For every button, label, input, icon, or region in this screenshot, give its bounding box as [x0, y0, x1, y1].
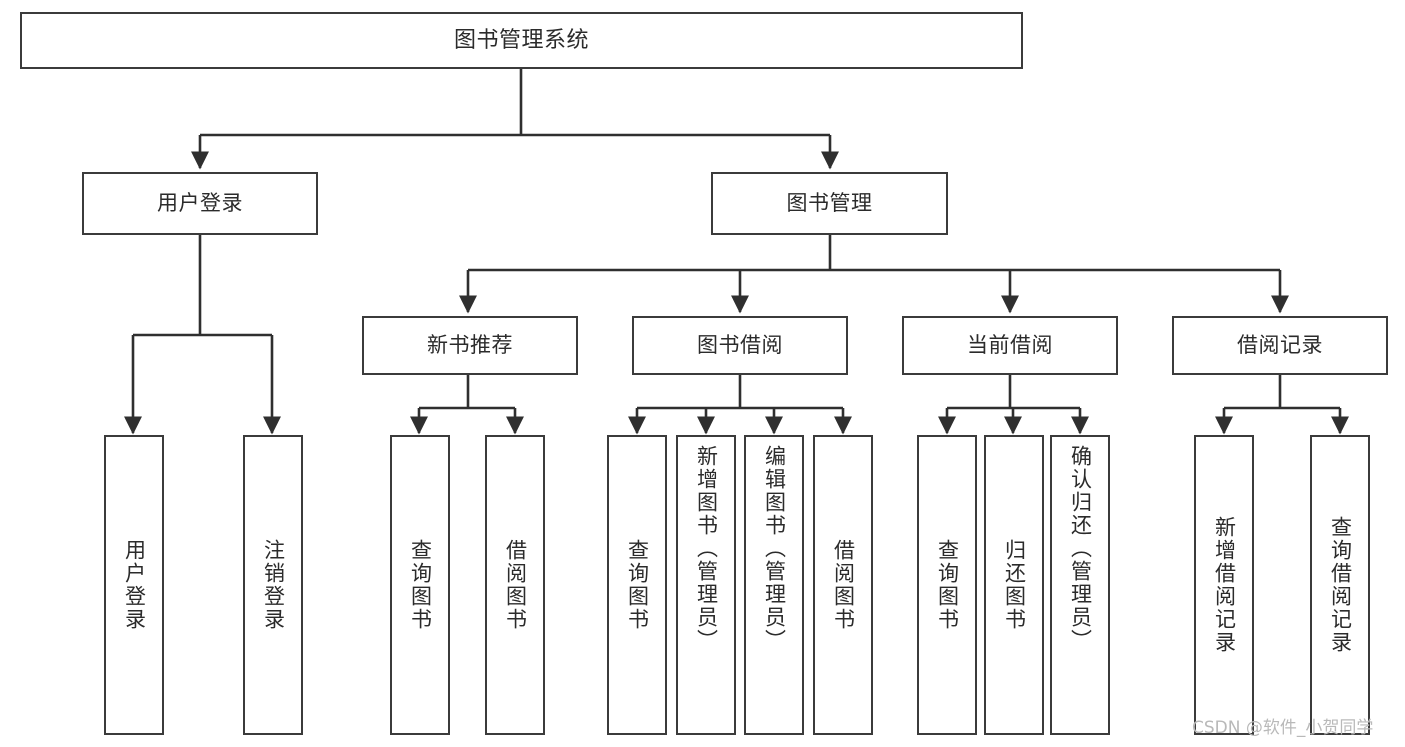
leaf-logout[interactable]: 注销登录: [243, 435, 303, 735]
node-label: 查询借阅记录: [1328, 516, 1353, 654]
node-label: 借阅记录: [1237, 333, 1323, 358]
node-label: 注销登录: [261, 539, 286, 631]
leaf-nb-query-book[interactable]: 查询图书: [390, 435, 450, 735]
node-label: 图书管理: [786, 191, 873, 216]
node-label: 借阅图书: [503, 539, 528, 631]
node-label: 当前借阅: [967, 333, 1053, 358]
leaf-bb-add-book-admin[interactable]: 新增图书（管理员）: [676, 435, 736, 735]
node-label: 确认归还（管理员）: [1068, 445, 1093, 652]
node-label: 归还图书: [1002, 539, 1027, 631]
node-book-borrow[interactable]: 图书借阅: [632, 316, 848, 375]
leaf-nb-borrow-book[interactable]: 借阅图书: [485, 435, 545, 735]
leaf-bb-edit-book-admin[interactable]: 编辑图书（管理员）: [744, 435, 804, 735]
node-current-borrow[interactable]: 当前借阅: [902, 316, 1118, 375]
leaf-bb-query-book[interactable]: 查询图书: [607, 435, 667, 735]
leaf-cb-query-book[interactable]: 查询图书: [917, 435, 977, 735]
node-label: 图书管理系统: [453, 27, 589, 53]
node-label: 新增图书（管理员）: [694, 445, 719, 652]
node-label: 查询图书: [625, 539, 650, 631]
node-new-book-recommend[interactable]: 新书推荐: [362, 316, 578, 375]
node-label: 编辑图书（管理员）: [762, 445, 787, 652]
node-label: 用户登录: [122, 539, 147, 631]
node-label: 新增借阅记录: [1212, 516, 1237, 654]
node-label: 新书推荐: [427, 333, 513, 358]
leaf-br-query-record[interactable]: 查询借阅记录: [1310, 435, 1370, 735]
node-root-system[interactable]: 图书管理系统: [20, 12, 1023, 69]
leaf-bb-borrow-book[interactable]: 借阅图书: [813, 435, 873, 735]
node-book-management[interactable]: 图书管理: [711, 172, 948, 235]
leaf-br-add-record[interactable]: 新增借阅记录: [1194, 435, 1254, 735]
node-label: 用户登录: [157, 191, 243, 216]
node-label: 图书借阅: [697, 333, 783, 358]
watermark-text: CSDN @软件_小贺同学: [1192, 718, 1374, 738]
node-borrow-record[interactable]: 借阅记录: [1172, 316, 1388, 375]
node-label: 查询图书: [935, 539, 960, 631]
leaf-cb-return-book[interactable]: 归还图书: [984, 435, 1044, 735]
node-label: 借阅图书: [831, 539, 856, 631]
node-user-login[interactable]: 用户登录: [82, 172, 318, 235]
leaf-cb-confirm-return-admin[interactable]: 确认归还（管理员）: [1050, 435, 1110, 735]
leaf-user-login[interactable]: 用户登录: [104, 435, 164, 735]
node-label: 查询图书: [408, 539, 433, 631]
